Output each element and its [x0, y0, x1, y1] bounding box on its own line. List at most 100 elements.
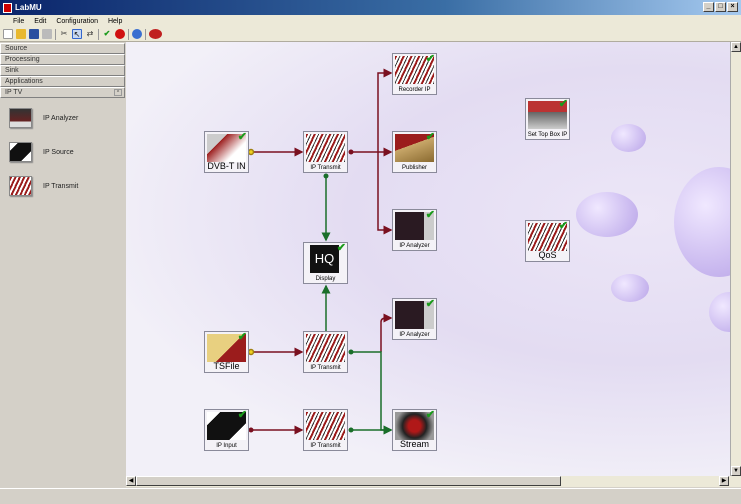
toolbar: ✂ ↖ ⇄ ✔: [0, 27, 741, 42]
node-stream[interactable]: ✔Stream: [392, 409, 437, 451]
decor-bubble: [611, 124, 646, 152]
node-ip-analyzer-1[interactable]: ✔IP Analyzer: [392, 209, 437, 251]
close-button[interactable]: ×: [727, 2, 738, 12]
decor-bubble: [709, 292, 730, 332]
laptop-icon: [207, 412, 246, 440]
node-label: Set Top Box IP: [527, 132, 568, 138]
palette-item-label: IP Analyzer: [43, 114, 79, 122]
palette-item-ip-analyzer[interactable]: IP Analyzer: [0, 101, 125, 135]
node-label: TSFile: [213, 361, 240, 371]
category-label: IP TV: [5, 89, 23, 96]
book-icon: [395, 134, 434, 162]
barcode-icon: [306, 412, 345, 440]
node-tsfile[interactable]: ✔TSFile: [204, 331, 249, 373]
check-icon: ✔: [425, 298, 435, 310]
node-ip-transmit-2[interactable]: IP Transmit: [303, 331, 348, 373]
node-dvb-t-in[interactable]: ✔DVB-T IN: [204, 131, 249, 173]
menu-file[interactable]: File: [13, 17, 25, 25]
folder-icon: [207, 334, 246, 362]
print-icon[interactable]: [42, 29, 52, 39]
settopbox-icon: [528, 101, 567, 129]
separator: [145, 28, 146, 40]
node-label: Stream: [399, 439, 429, 449]
scroll-thumb[interactable]: [136, 476, 561, 486]
tv-icon: [395, 412, 434, 440]
monitor-icon: [395, 212, 434, 240]
node-label: IP Input: [216, 443, 237, 449]
cut-icon[interactable]: ✂: [60, 29, 68, 38]
node-label: IP Transmit: [310, 365, 341, 371]
node-label: DVB-T IN: [207, 161, 246, 171]
category-processing[interactable]: Processing: [0, 54, 125, 65]
scroll-down-icon[interactable]: ▼: [731, 466, 741, 476]
laptop-icon: [9, 142, 32, 162]
check-icon: ✔: [425, 209, 435, 221]
node-label: Display: [315, 276, 336, 282]
node-display[interactable]: HQ✔ Display: [303, 242, 348, 284]
window-title: LabMU: [15, 3, 42, 12]
globe-icon[interactable]: [132, 29, 142, 39]
category-applications[interactable]: Applications: [0, 76, 125, 87]
check-icon: ✔: [237, 409, 247, 421]
node-qos[interactable]: ✔QoS: [525, 220, 570, 262]
check-icon: ✔: [558, 98, 568, 110]
vertical-scrollbar[interactable]: ▲ ▼: [730, 42, 741, 476]
collapse-icon[interactable]: ^: [114, 89, 122, 96]
link-transmit2-to-analyzer: [380, 313, 393, 352]
hq-display-icon: HQ: [310, 245, 339, 273]
scroll-up-icon[interactable]: ▲: [731, 42, 741, 52]
settings-icon[interactable]: [149, 29, 162, 39]
app-icon: [3, 2, 12, 13]
palette-item-ip-source[interactable]: IP Source: [0, 135, 125, 169]
node-ip-analyzer-2[interactable]: ✔ IP Analyzer: [392, 298, 437, 340]
node-ip-transmit-1[interactable]: IP Transmit: [303, 131, 348, 173]
menu-edit[interactable]: Edit: [34, 17, 47, 25]
node-ip-input[interactable]: ✔ IP Input: [204, 409, 249, 451]
palette-item-label: IP Source: [43, 148, 74, 156]
node-label: IP Transmit: [310, 165, 341, 171]
check-icon: ✔: [425, 131, 435, 143]
decor-bubble: [576, 192, 638, 237]
category-sink[interactable]: Sink: [0, 65, 125, 76]
decor-bubble: [611, 274, 649, 302]
new-icon[interactable]: [3, 29, 13, 39]
node-set-top-box-ip[interactable]: ✔ Set Top Box IP: [525, 98, 570, 140]
connect-icon[interactable]: ⇄: [86, 29, 94, 38]
menu-help[interactable]: Help: [107, 17, 123, 25]
category-source[interactable]: Source: [0, 43, 125, 54]
validate-icon[interactable]: ✔: [103, 29, 111, 38]
barcode-icon: [9, 176, 32, 196]
palette-item-label: IP Transmit: [43, 182, 79, 190]
link-transmit2-to-stream: [351, 351, 393, 435]
minimize-button[interactable]: _: [703, 2, 714, 12]
node-label: IP Analyzer: [399, 332, 430, 338]
link-transmit-to-recorder: [351, 68, 393, 153]
workflow-canvas[interactable]: ✔DVB-T IN IP Transmit ✔Recorder IP ✔Publ…: [126, 42, 730, 476]
node-label: Recorder IP: [398, 87, 431, 93]
monitor-icon: [9, 108, 32, 128]
link-transmit-to-analyzer: [377, 152, 393, 235]
menu-bar: File Edit Configuration Help: [0, 15, 741, 27]
check-icon: ✔: [558, 220, 568, 232]
pointer-icon[interactable]: ↖: [72, 29, 82, 39]
node-publisher[interactable]: ✔Publisher: [392, 131, 437, 173]
monitor-icon: [395, 301, 434, 329]
separator: [128, 28, 129, 40]
menu-configuration[interactable]: Configuration: [56, 17, 98, 25]
check-icon: ✔: [336, 242, 346, 254]
scroll-right-icon[interactable]: ▶: [719, 476, 729, 486]
palette-item-ip-transmit[interactable]: IP Transmit: [0, 169, 125, 203]
node-recorder-ip[interactable]: ✔Recorder IP: [392, 53, 437, 95]
microphone-icon: [395, 56, 434, 84]
category-ip-tv[interactable]: IP TV ^: [0, 87, 125, 98]
barcode-icon: [306, 334, 345, 362]
horizontal-scrollbar[interactable]: ◀ ▶: [126, 476, 741, 487]
scroll-left-icon[interactable]: ◀: [126, 476, 136, 486]
save-icon[interactable]: [29, 29, 39, 39]
open-icon[interactable]: [16, 29, 26, 39]
separator: [98, 28, 99, 40]
node-ip-transmit-3[interactable]: IP Transmit: [303, 409, 348, 451]
component-palette: Source Processing Sink Applications IP T…: [0, 43, 125, 488]
maximize-button[interactable]: □: [715, 2, 726, 12]
stop-icon[interactable]: [115, 29, 125, 39]
